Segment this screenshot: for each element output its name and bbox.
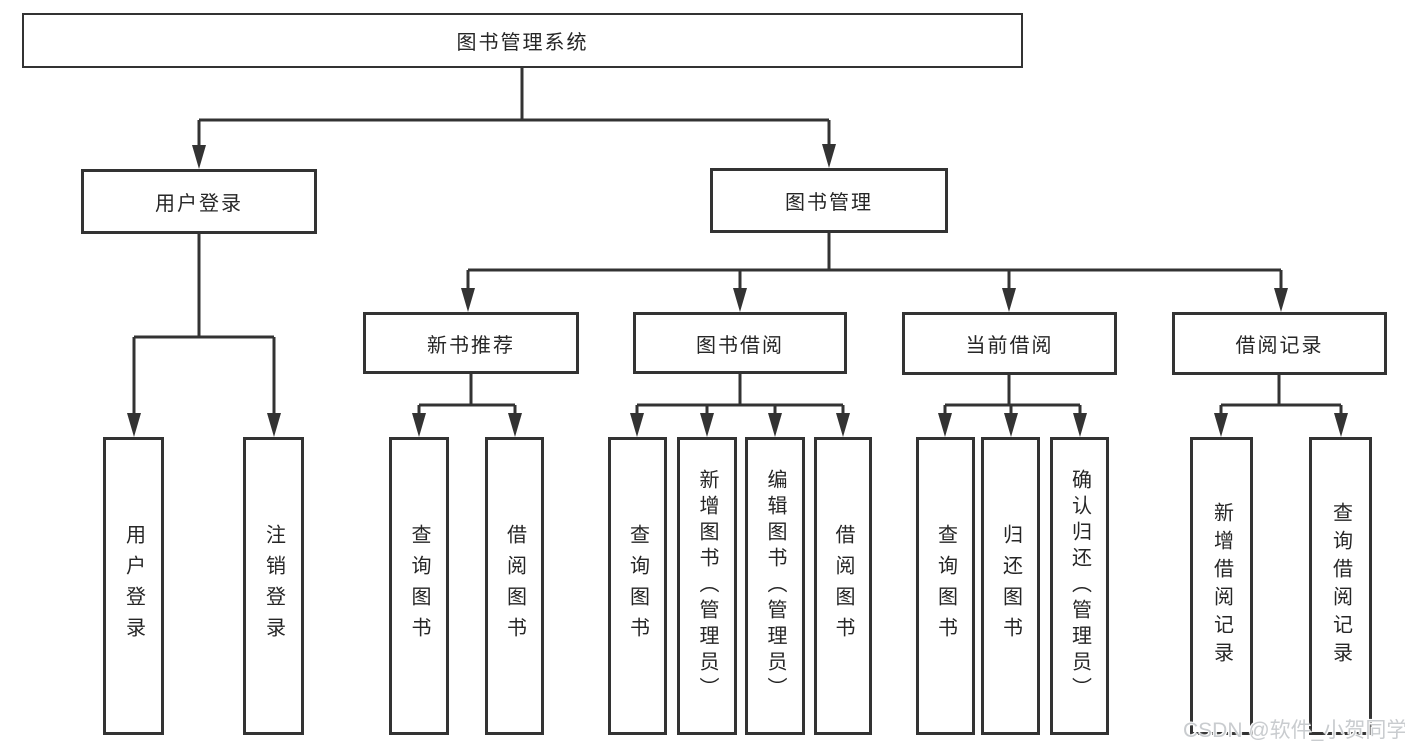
connector-currentborrow-split xyxy=(943,374,1082,414)
node-current-borrow: 当前借阅 xyxy=(902,312,1117,375)
node-label: 确认归还（管理员） xyxy=(1068,469,1091,703)
connector-userlogin-split xyxy=(132,234,276,414)
connector-bookmgmt-split xyxy=(466,233,1283,290)
node-label: 归还图书 xyxy=(999,524,1022,648)
leaf-user-login: 用户登录 xyxy=(103,437,164,735)
node-label: 新增图书（管理员） xyxy=(696,469,718,703)
leaf-bb-borrow-books: 借阅图书 xyxy=(814,437,872,735)
leaf-cb-query-books: 查询图书 xyxy=(916,437,975,735)
leaf-bb-query-books: 查询图书 xyxy=(608,437,667,735)
connector-bookborrow-split xyxy=(635,374,845,414)
node-label: 借阅图书 xyxy=(832,524,854,648)
leaf-br-add-record: 新增借阅记录 xyxy=(1190,437,1253,735)
node-label: 图书借阅 xyxy=(696,334,784,357)
arrowheads xyxy=(127,144,1348,437)
node-label: 编辑图书（管理员） xyxy=(764,469,786,703)
leaf-logout-login: 注销登录 xyxy=(243,437,304,735)
leaf-br-query-record: 查询借阅记录 xyxy=(1309,437,1372,735)
node-label: 查询借阅记录 xyxy=(1329,502,1352,670)
node-label: 注销登录 xyxy=(262,524,285,648)
node-label: 新增借阅记录 xyxy=(1210,502,1233,670)
node-new-book-recommend: 新书推荐 xyxy=(363,312,579,374)
node-label: 查询图书 xyxy=(408,524,430,648)
leaf-bb-edit-books-admin: 编辑图书（管理员） xyxy=(745,437,805,735)
leaf-cb-return-books: 归还图书 xyxy=(981,437,1040,735)
connector-root-split xyxy=(197,68,831,146)
leaf-nb-query-books: 查询图书 xyxy=(389,437,449,735)
connector-records-split xyxy=(1219,374,1343,414)
node-label: 查询图书 xyxy=(626,524,649,648)
node-label: 借阅图书 xyxy=(503,524,526,648)
leaf-nb-borrow-books: 借阅图书 xyxy=(485,437,544,735)
node-label: 图书管理系统 xyxy=(456,32,589,54)
node-label: 借阅记录 xyxy=(1235,335,1324,357)
node-user-login: 用户登录 xyxy=(81,169,317,234)
node-label: 图书管理 xyxy=(785,192,873,214)
node-label: 用户登录 xyxy=(122,524,145,648)
node-borrow-records: 借阅记录 xyxy=(1172,312,1387,375)
csdn-watermark: CSDN @软件_小贺同学 xyxy=(1183,719,1405,742)
leaf-cb-confirm-return-admin: 确认归还（管理员） xyxy=(1050,437,1109,735)
node-system-root: 图书管理系统 xyxy=(22,13,1023,68)
node-label: 当前借阅 xyxy=(965,335,1054,357)
connector-newbooks-split xyxy=(417,374,517,414)
node-label: 查询图书 xyxy=(934,524,957,648)
leaf-bb-add-books-admin: 新增图书（管理员） xyxy=(677,437,737,735)
node-book-management: 图书管理 xyxy=(710,168,948,233)
node-label: 新书推荐 xyxy=(427,334,515,357)
node-label: 用户登录 xyxy=(155,193,243,215)
node-book-borrow: 图书借阅 xyxy=(633,312,847,374)
